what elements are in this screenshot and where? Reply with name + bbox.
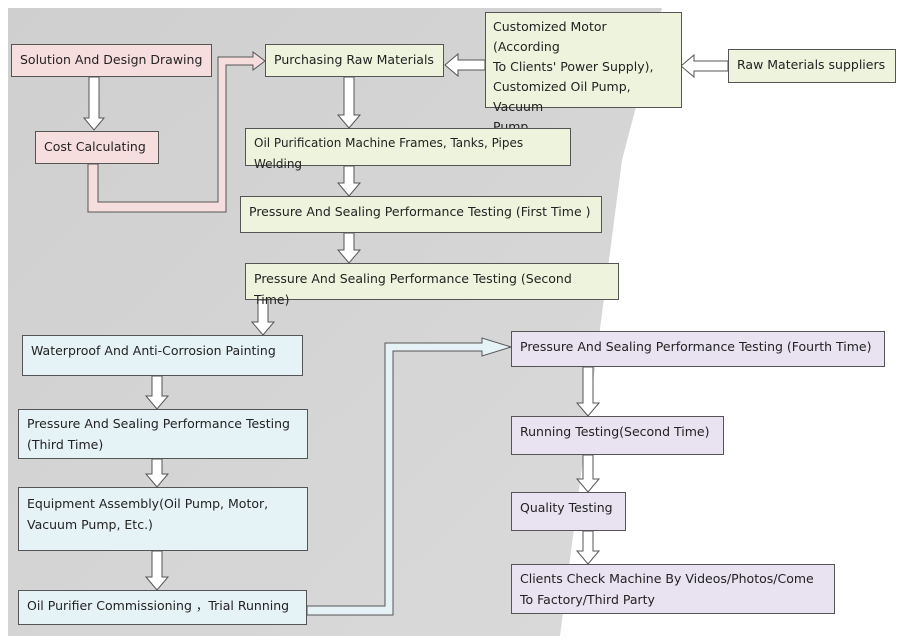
step-pressure-test-3: Pressure And Sealing Performance Testing… (18, 409, 308, 459)
step-purchasing: Purchasing Raw Materials (265, 44, 444, 77)
arrow-purchasing-to-welding (336, 76, 362, 129)
arrow-running2-to-quality (575, 454, 601, 493)
arrow-components-to-purchasing (444, 52, 486, 78)
step-cost-calculating: Cost Calculating (35, 131, 159, 164)
step-pressure-test-1: Pressure And Sealing Performance Testing… (240, 196, 602, 233)
step-running-test-2: Running Testing(Second Time) (511, 416, 724, 455)
arrow-test3-to-assembly (144, 458, 170, 488)
step-welding: Oil Purification Machine Frames, Tanks, … (245, 128, 571, 171)
arrow-painting-to-test3 (144, 375, 170, 410)
arrow-test2-to-painting (250, 299, 276, 336)
step-pressure-test-4: Pressure And Sealing Performance Testing… (511, 331, 885, 367)
arrow-design-to-cost (82, 76, 106, 131)
step-design: Solution And Design Drawing (11, 44, 212, 77)
arrow-welding-to-test1 (336, 165, 362, 197)
arrow-quality-to-clients (575, 530, 601, 565)
arrow-commissioning-to-test4 (306, 337, 513, 616)
step-commissioning: Oil Purifier Commissioning ，Trial Runnin… (18, 590, 307, 625)
step-quality-testing: Quality Testing (511, 492, 626, 531)
step-pressure-test-2: Pressure And Sealing Performance Testing… (245, 263, 619, 307)
arrow-test1-to-test2 (336, 232, 362, 264)
arrow-suppliers-to-components (680, 53, 729, 79)
step-customized-components: Customized Motor (According To Clients' … (485, 12, 682, 134)
flow-arrows (82, 76, 601, 591)
arrow-cost-to-purchasing (87, 51, 266, 213)
step-painting: Waterproof And Anti-Corrosion Painting (22, 335, 303, 376)
step-clients-check: Clients Check Machine By Videos/Photos/C… (511, 564, 835, 614)
arrow-test4-to-running2 (575, 366, 601, 417)
arrow-assembly-to-commissioning (144, 550, 170, 591)
step-raw-materials-suppliers: Raw Materials suppliers (728, 49, 896, 83)
step-equipment-assembly: Equipment Assembly(Oil Pump, Motor, Vacu… (18, 487, 308, 551)
